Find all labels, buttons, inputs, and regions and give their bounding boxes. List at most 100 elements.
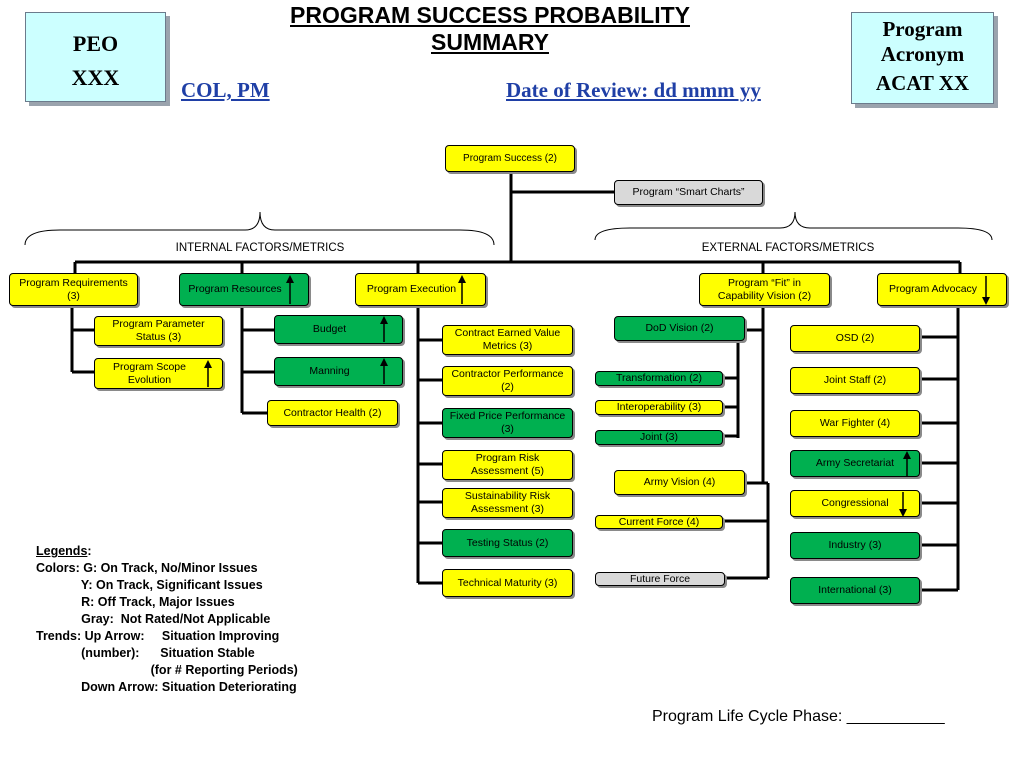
sustainability-risk-label: Sustainability Risk Assessment (3)	[464, 490, 551, 515]
review-date-label: Date of Review: dd mmm yy	[506, 78, 761, 102]
budget-label: Budget	[312, 323, 347, 335]
legend-line: (for # Reporting Periods)	[36, 663, 298, 677]
up-arrow-icon	[903, 451, 911, 476]
program-risk-assessment-label: Program Risk Assessment (5)	[471, 452, 544, 477]
up-arrow-icon	[380, 316, 388, 342]
peo-label: PEO	[72, 31, 119, 56]
budget-box[interactable]: Budget	[274, 315, 403, 344]
program-requirements-box[interactable]: Program Requirements (3)	[9, 273, 138, 306]
interoperability-box[interactable]: Interoperability (3)	[595, 400, 723, 415]
up-arrow-icon	[286, 275, 294, 304]
dod-vision-box[interactable]: DoD Vision (2)	[614, 316, 745, 341]
title-line-1: PROGRAM SUCCESS PROBABILITY	[290, 2, 690, 28]
international-label: International (3)	[818, 584, 892, 596]
up-arrow-icon	[380, 358, 388, 384]
joint-staff-box[interactable]: Joint Staff (2)	[790, 367, 920, 394]
fixed-price-performance-label: Fixed Price Performance (3)	[449, 410, 566, 435]
osd-box[interactable]: OSD (2)	[790, 325, 920, 352]
testing-status-box[interactable]: Testing Status (2)	[442, 529, 573, 557]
contract-earned-value-label: Contract Earned Value Metrics (3)	[454, 327, 561, 352]
legend-line: R: Off Track, Major Issues	[36, 595, 235, 609]
program-parameter-status-box[interactable]: Program Parameter Status (3)	[94, 316, 223, 346]
technical-maturity-box[interactable]: Technical Maturity (3)	[442, 569, 573, 597]
legend-line: Y: On Track, Significant Issues	[36, 578, 263, 592]
testing-status-label: Testing Status (2)	[466, 536, 549, 549]
program-label: Program	[882, 17, 963, 41]
army-vision-label: Army Vision (4)	[643, 476, 716, 488]
contractor-performance-label: Contractor Performance (2)	[451, 368, 564, 393]
up-arrow-icon	[458, 275, 466, 304]
program-acronym-box: Program Acronym ACAT XX	[851, 12, 994, 104]
legend-line: Trends: Up Arrow: Situation Improving	[36, 629, 280, 643]
transformation-label: Transformation (2)	[616, 372, 702, 384]
transformation-box[interactable]: Transformation (2)	[595, 371, 723, 386]
contractor-health-label: Contractor Health (2)	[283, 406, 382, 419]
war-fighter-label: War Fighter (4)	[819, 417, 891, 429]
program-execution-label: Program Execution	[366, 283, 457, 295]
program-fit-box[interactable]: Program “Fit” in Capability Vision (2)	[699, 273, 830, 306]
joint-staff-label: Joint Staff (2)	[823, 374, 887, 386]
industry-label: Industry (3)	[828, 539, 882, 551]
peo-code: XXX	[71, 65, 120, 90]
program-fit-label: Program “Fit” in Capability Vision (2)	[717, 276, 812, 302]
joint-label: Joint (3)	[640, 431, 678, 443]
future-force-label: Future Force	[629, 572, 691, 585]
current-force-box[interactable]: Current Force (4)	[595, 515, 723, 529]
col-pm-label: COL, PM	[181, 78, 270, 102]
war-fighter-box[interactable]: War Fighter (4)	[790, 410, 920, 437]
program-requirements-label: Program Requirements (3)	[19, 276, 128, 302]
interoperability-label: Interoperability (3)	[616, 401, 702, 413]
legend-line: Colors: G: On Track, No/Minor Issues	[36, 561, 258, 575]
legend: Legends: Colors: G: On Track, No/Minor I…	[36, 543, 298, 696]
program-scope-evolution-label: Program Scope Evolution	[113, 360, 186, 386]
congressional-box[interactable]: Congressional	[790, 490, 920, 517]
peo-box: PEO XXX	[25, 12, 166, 102]
contractor-performance-box[interactable]: Contractor Performance (2)	[442, 366, 573, 396]
program-resources-box[interactable]: Program Resources	[179, 273, 309, 306]
international-box[interactable]: International (3)	[790, 577, 920, 604]
manning-label: Manning	[309, 365, 350, 377]
program-success-box[interactable]: Program Success (2)	[445, 145, 575, 172]
program-advocacy-label: Program Advocacy	[888, 283, 978, 295]
army-secretariat-label: Army Secretariat	[815, 457, 895, 469]
contract-earned-value-box[interactable]: Contract Earned Value Metrics (3)	[442, 325, 573, 355]
life-cycle-phase: Program Life Cycle Phase: ___________	[652, 708, 945, 725]
internal-factors-label: INTERNAL FACTORS/METRICS	[175, 242, 345, 254]
future-force-box[interactable]: Future Force	[595, 572, 725, 586]
smart-charts-label: Program “Smart Charts”	[632, 186, 745, 198]
smart-charts-box[interactable]: Program “Smart Charts”	[614, 180, 763, 205]
legend-line: Gray: Not Rated/Not Applicable	[36, 612, 271, 626]
legend-line: Down Arrow: Situation Deteriorating	[36, 680, 297, 694]
down-arrow-icon	[982, 276, 990, 305]
program-advocacy-box[interactable]: Program Advocacy	[877, 273, 1007, 306]
congressional-label: Congressional	[821, 497, 889, 509]
manning-box[interactable]: Manning	[274, 357, 403, 386]
program-execution-box[interactable]: Program Execution	[355, 273, 486, 306]
program-resources-label: Program Resources	[188, 283, 282, 295]
technical-maturity-label: Technical Maturity (3)	[457, 576, 558, 589]
program-risk-assessment-box[interactable]: Program Risk Assessment (5)	[442, 450, 573, 480]
program-parameter-status-label: Program Parameter Status (3)	[112, 318, 205, 343]
army-secretariat-box[interactable]: Army Secretariat	[790, 450, 920, 477]
external-factors-label: EXTERNAL FACTORS/METRICS	[701, 242, 875, 254]
sustainability-risk-box[interactable]: Sustainability Risk Assessment (3)	[442, 488, 573, 518]
army-vision-box[interactable]: Army Vision (4)	[614, 470, 745, 495]
fixed-price-performance-box[interactable]: Fixed Price Performance (3)	[442, 408, 573, 438]
dod-vision-label: DoD Vision (2)	[645, 322, 714, 334]
program-success-label: Program Success (2)	[463, 152, 557, 164]
osd-label: OSD (2)	[835, 332, 875, 344]
current-force-label: Current Force (4)	[618, 515, 700, 528]
acat-label: ACAT XX	[875, 71, 970, 95]
legend-heading: Legends	[36, 544, 88, 558]
title-line-2: SUMMARY	[431, 29, 549, 55]
legend-colon: :	[87, 544, 92, 558]
acronym-label: Acronym	[880, 42, 965, 66]
program-scope-evolution-box[interactable]: Program Scope Evolution	[94, 358, 223, 389]
page-title: PROGRAM SUCCESS PROBABILITY SUMMARY	[190, 2, 790, 56]
contractor-health-box[interactable]: Contractor Health (2)	[267, 400, 398, 426]
up-arrow-icon	[204, 360, 212, 387]
industry-box[interactable]: Industry (3)	[790, 532, 920, 559]
down-arrow-icon	[899, 492, 907, 517]
joint-box[interactable]: Joint (3)	[595, 430, 723, 445]
